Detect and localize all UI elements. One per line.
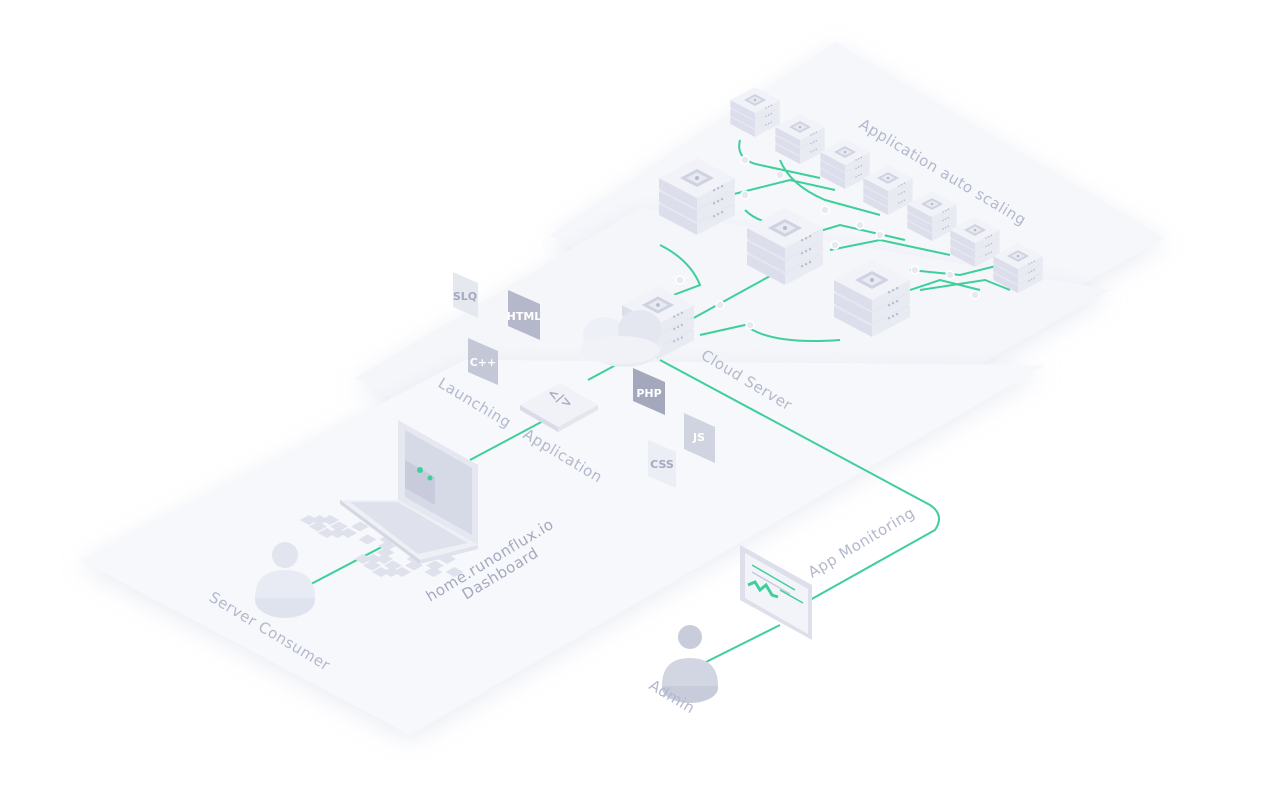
tech-tags: SLQ HTML C++ PHP JS CSS — [453, 272, 715, 488]
server-5 — [907, 191, 957, 242]
connector-cloud-server1 — [659, 244, 702, 301]
server-consumer-avatar — [255, 542, 315, 618]
monitoring-screen[interactable] — [740, 545, 812, 640]
svg-text:C++: C++ — [470, 356, 497, 369]
svg-text:JS: JS — [692, 431, 705, 444]
svg-text:PHP: PHP — [636, 387, 661, 400]
connector-nodes — [675, 155, 980, 330]
server-8 — [659, 158, 735, 235]
svg-text:HTML: HTML — [507, 310, 542, 323]
tag-slq: SLQ — [453, 272, 478, 318]
tag-css: CSS — [648, 440, 676, 488]
label-app-monitoring: App Monitoring — [805, 504, 918, 582]
platform-consumer — [80, 360, 1045, 735]
server-cluster — [621, 87, 1043, 360]
laptop-dashboard[interactable] — [340, 420, 478, 564]
server-9 — [747, 208, 823, 285]
server-2 — [775, 114, 825, 165]
connector-admin-monitor — [699, 624, 781, 666]
connector-cloud-monitoring — [659, 359, 940, 601]
tag-cpp: C++ — [468, 338, 498, 385]
tag-js: JS — [684, 413, 715, 463]
tag-html: HTML — [507, 290, 542, 340]
server-4 — [863, 165, 913, 216]
server-3 — [820, 139, 870, 190]
cloud-icon — [580, 310, 663, 367]
server-6 — [950, 217, 1000, 268]
server-1 — [730, 87, 780, 138]
admin-avatar — [662, 625, 718, 703]
application-badge[interactable]: </> — [520, 383, 598, 432]
tag-php: PHP — [633, 368, 665, 415]
svg-text:CSS: CSS — [650, 458, 674, 471]
server-10 — [834, 260, 910, 337]
platforms — [80, 42, 1165, 735]
svg-text:SLQ: SLQ — [453, 290, 477, 303]
server-7 — [993, 243, 1043, 294]
